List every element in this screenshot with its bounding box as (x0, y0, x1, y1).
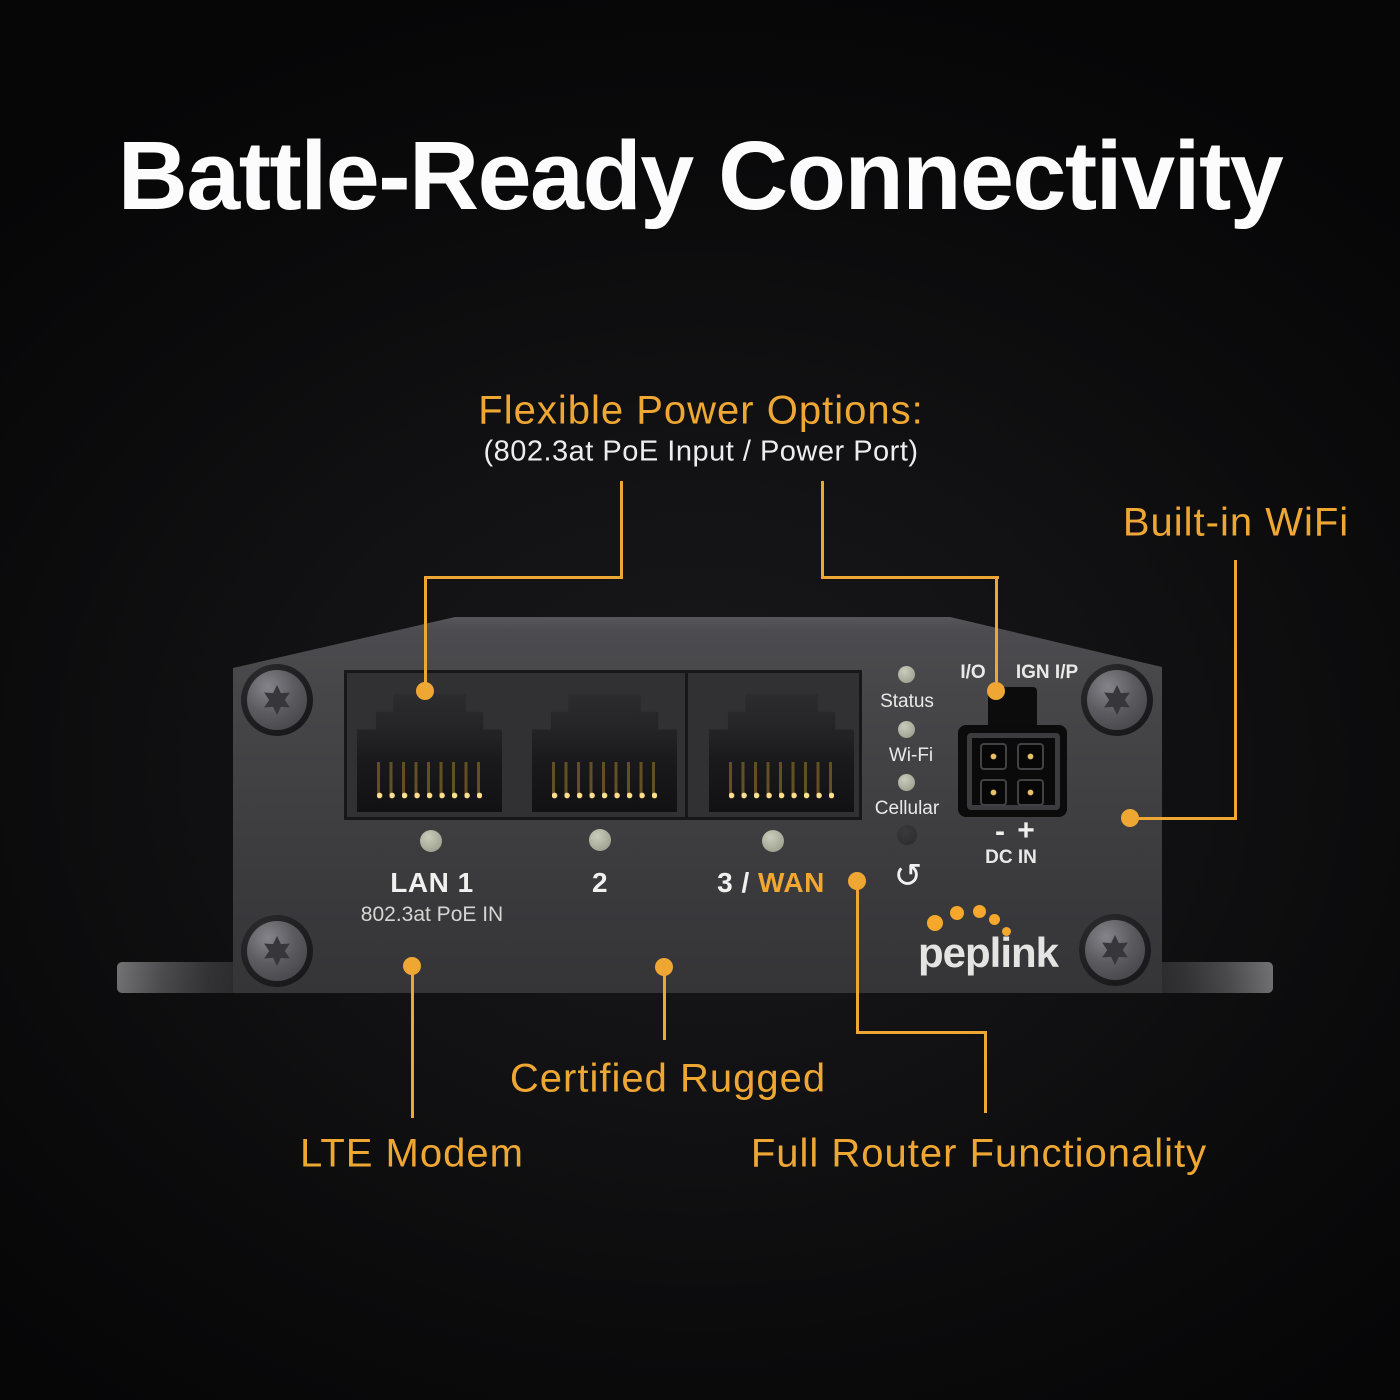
peplink-logo-dot (989, 914, 1000, 925)
callout-lte-modem-label: LTE Modem (300, 1131, 524, 1176)
wifi-led-label: Wi-Fi (888, 745, 934, 766)
torx-screw-icon (241, 664, 313, 736)
callout-builtin-wifi-label: Built-in WiFi (1122, 500, 1350, 545)
peplink-logo-dot (950, 906, 964, 920)
rj45-port-wan (709, 694, 854, 812)
status-led-label: Status (880, 691, 934, 712)
power-pin (1017, 779, 1044, 806)
callout-line-segment (1129, 817, 1237, 820)
callout-line-segment (821, 481, 824, 577)
callout-certified-rugged-label: Certified Rugged (509, 1056, 827, 1101)
page-title: Battle-Ready Connectivity (117, 121, 1284, 230)
callout-line-segment (821, 576, 999, 579)
torx-screw-icon (1079, 914, 1151, 986)
cellular-led-label: Cellular (874, 798, 940, 819)
callout-line-segment (984, 1031, 987, 1113)
wan-led (762, 830, 784, 852)
peplink-logo-dot (973, 905, 986, 918)
rj45-port-lan1 (357, 694, 502, 812)
reset-icon: ↺ (893, 856, 923, 896)
callout-line-segment (620, 481, 623, 577)
port-sublabel-poe: 802.3at PoE IN (360, 903, 504, 926)
rj45-port-lan2 (532, 694, 677, 812)
lan1-led (420, 830, 442, 852)
wifi-led (898, 721, 915, 738)
callout-dot (403, 957, 421, 975)
callout-line-segment (663, 974, 666, 1040)
io-label: I/O (960, 662, 986, 683)
peplink-logo: peplink (917, 929, 1059, 976)
cellular-led (898, 774, 915, 791)
ign-ip-label: IGN I/P (1015, 662, 1079, 683)
power-pin (1017, 743, 1044, 770)
callout-dot (655, 958, 673, 976)
callout-line-segment (411, 973, 414, 1118)
power-led-off (897, 825, 917, 845)
power-pin (980, 743, 1007, 770)
lan2-led (589, 829, 611, 851)
polarity-minus-label: - (995, 815, 1005, 848)
callout-dot (416, 682, 434, 700)
port-label-lan1: LAN 1 (390, 867, 474, 898)
callout-line-segment (424, 579, 427, 685)
peplink-logo-dot (1002, 927, 1011, 936)
wan-accent-label: WAN (758, 867, 825, 898)
callout-flexible-power-label: Flexible Power Options: (478, 388, 924, 433)
callout-line-segment (856, 888, 859, 1034)
mounting-flange-right (1160, 962, 1273, 993)
torx-screw-icon (241, 915, 313, 987)
torx-screw-icon (1081, 664, 1153, 736)
callout-flexible-power-sublabel: (802.3at PoE Input / Power Port) (483, 435, 919, 468)
port-frame-divider (685, 670, 688, 820)
callout-line-segment (995, 579, 998, 685)
mounting-flange-left (117, 962, 235, 993)
callout-line-segment (1234, 560, 1237, 819)
callout-dot (1121, 809, 1139, 827)
status-led (898, 666, 915, 683)
callout-full-router-label: Full Router Functionality (750, 1131, 1208, 1176)
polarity-plus-label: + (1017, 814, 1035, 847)
callout-dot (848, 872, 866, 890)
callout-line-segment (424, 576, 623, 579)
port-label-2: 2 (591, 867, 609, 898)
port-label-3-wan: 3 / WAN (717, 867, 825, 898)
peplink-logo-dot (927, 915, 943, 931)
callout-line-segment (856, 1031, 987, 1034)
callout-dot (987, 682, 1005, 700)
dc-in-label: DC IN (985, 847, 1037, 868)
power-pin (980, 779, 1007, 806)
